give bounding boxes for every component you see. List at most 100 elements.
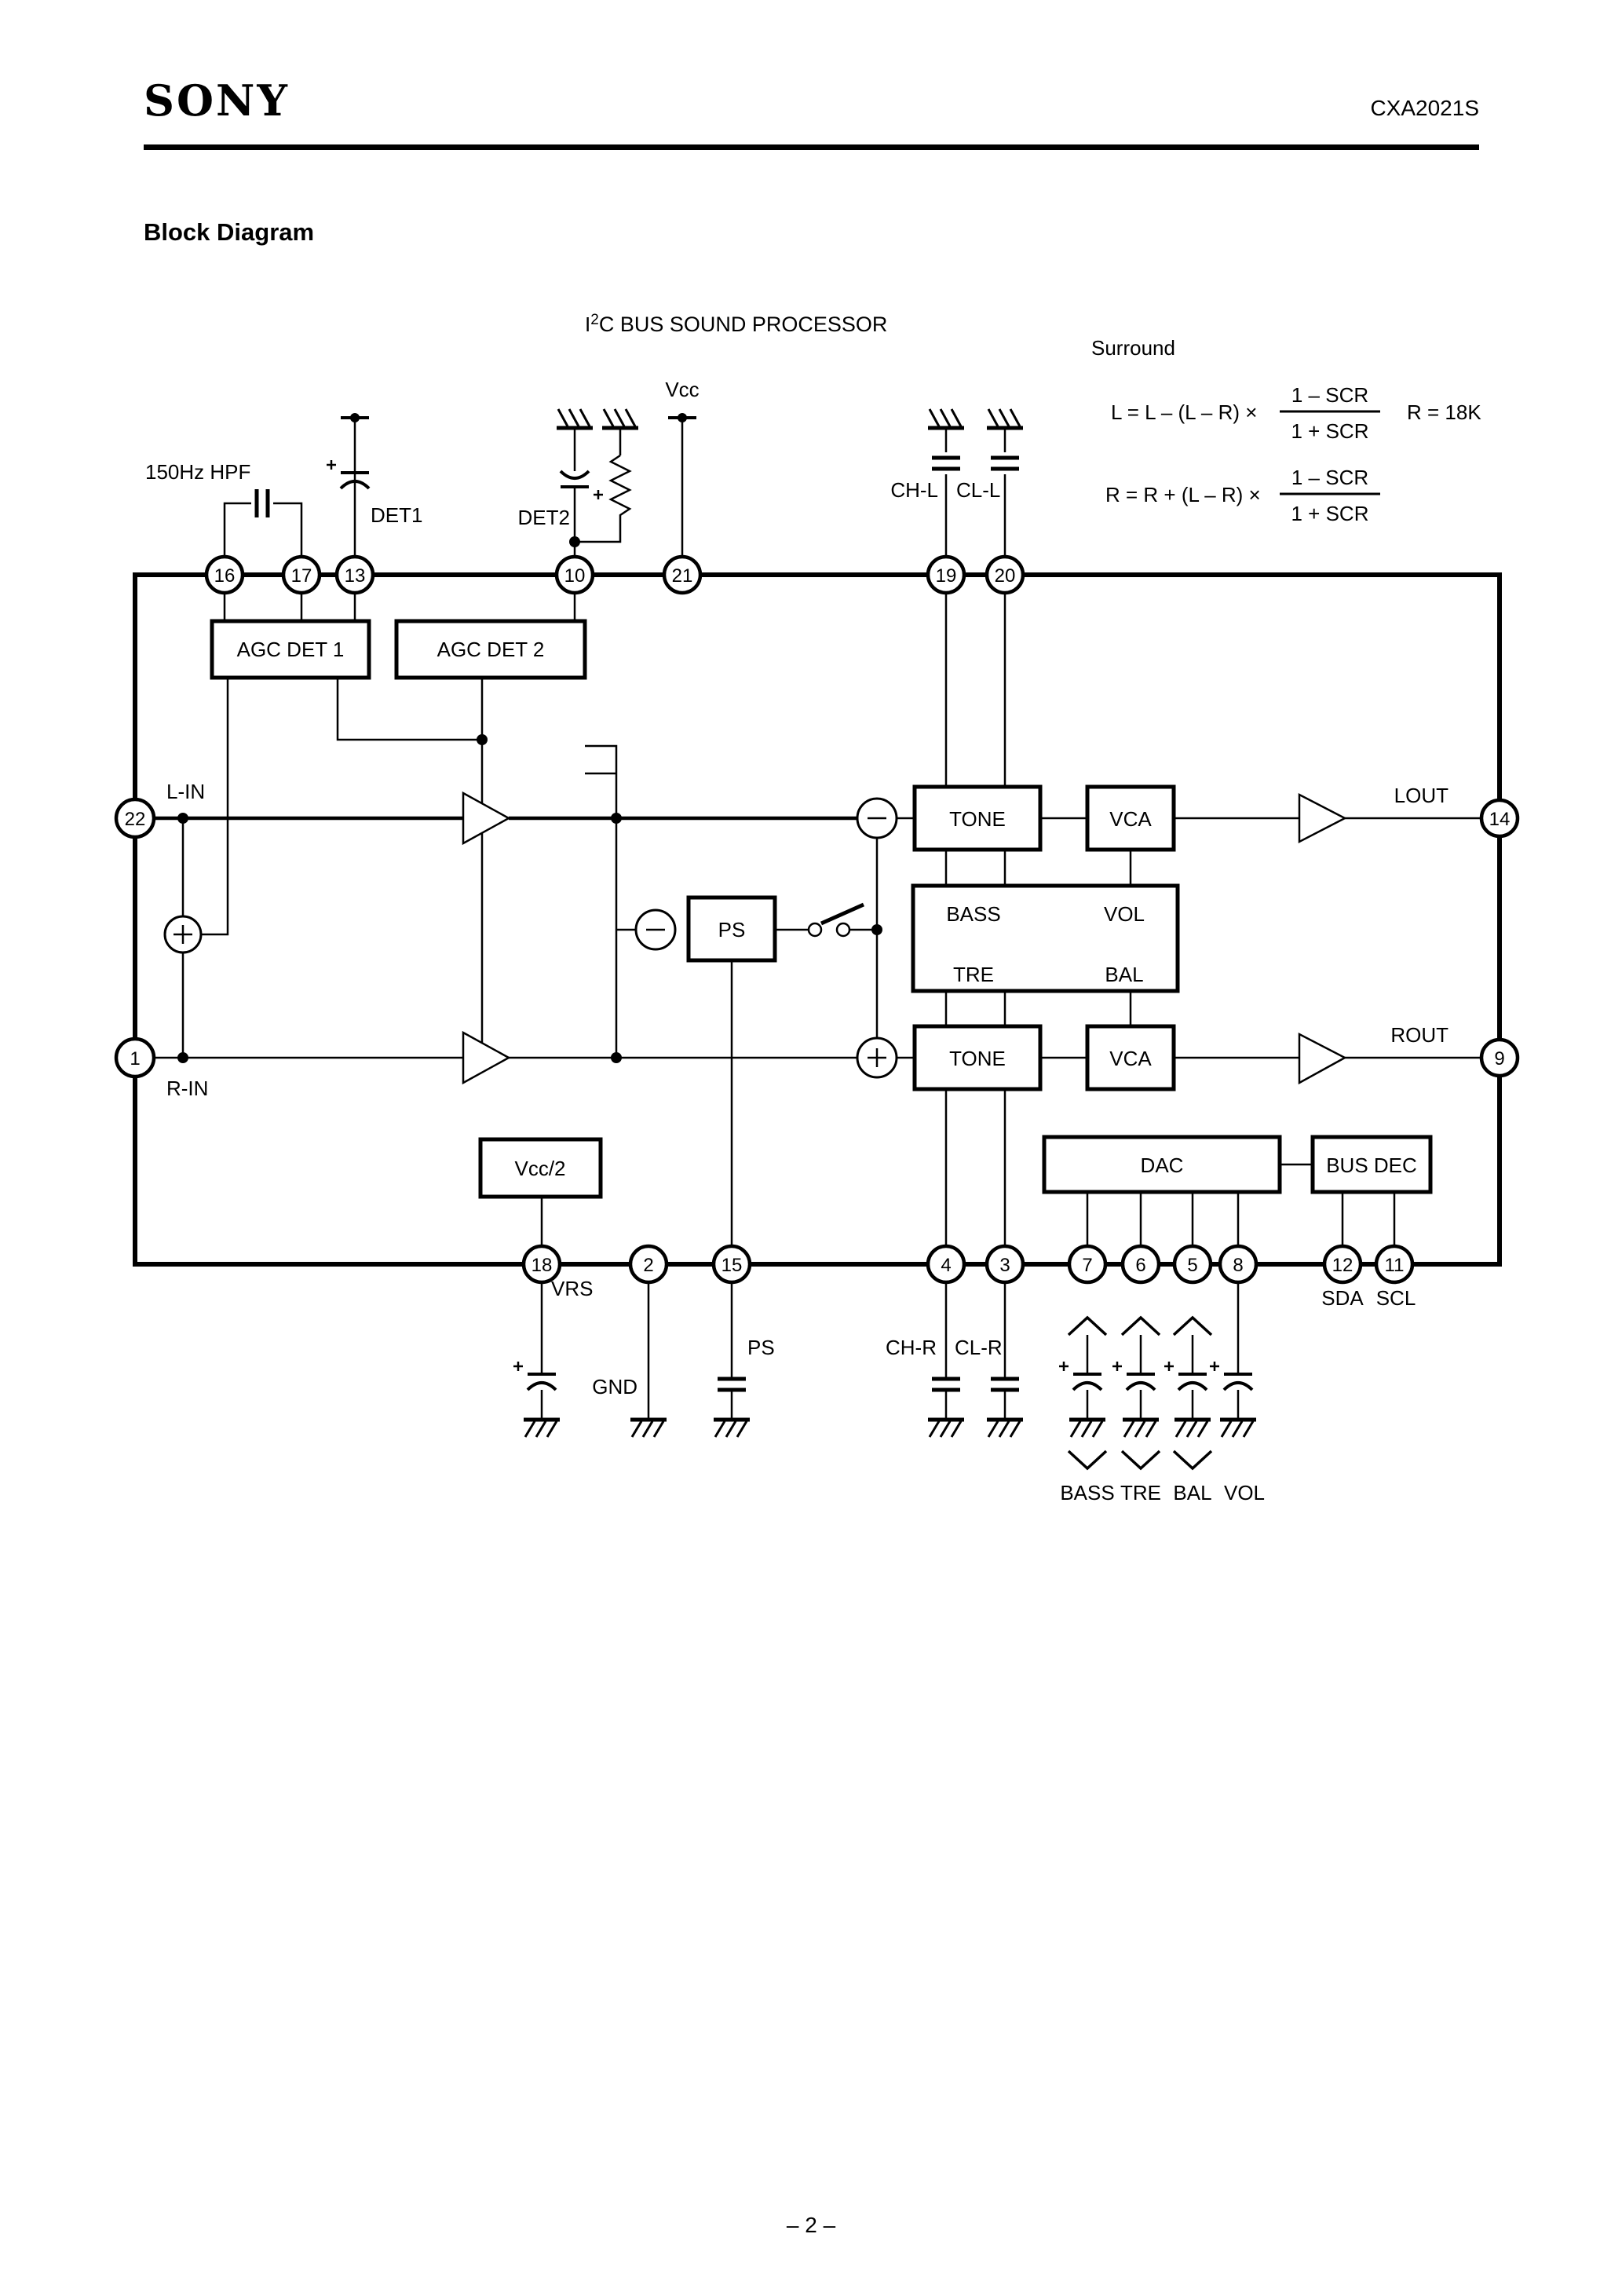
svg-text:15: 15 [721, 1255, 743, 1276]
svg-text:VCA: VCA [1109, 807, 1152, 831]
svg-text:11: 11 [1385, 1255, 1405, 1276]
lout-label: LOUT [1394, 784, 1448, 807]
pin-12: 12 [1322, 1244, 1363, 1285]
ps-pin-label: PS [747, 1336, 775, 1359]
pin-6: 6 [1120, 1244, 1161, 1285]
pin-3: 3 [985, 1244, 1025, 1285]
vcc-label: Vcc [665, 378, 699, 401]
part-number: CXA2021S [1370, 96, 1479, 120]
pin-5: 5 [1172, 1244, 1213, 1285]
ps-path: PS [616, 838, 882, 1264]
svg-text:3: 3 [999, 1255, 1010, 1276]
lr-sum-node [163, 818, 203, 1058]
svg-text:BAL: BAL [1105, 963, 1143, 986]
bal-pin-network: BAL [1163, 1316, 1213, 1504]
pin-7: 7 [1067, 1244, 1108, 1285]
resistor-note: R = 18K [1407, 400, 1481, 424]
switch-contact-b [835, 922, 851, 938]
agc2-right-wire [585, 744, 618, 1058]
svg-text:7: 7 [1082, 1255, 1092, 1276]
r-tone-chain: TONE VCA ROUT [856, 1023, 1481, 1091]
svg-text:BASS: BASS [946, 902, 1000, 926]
bus-dec-block: BUS DEC [1310, 1135, 1433, 1194]
vca-l-block [1085, 784, 1176, 852]
hpf-network: 150Hz HPF [145, 460, 303, 575]
ic-outline [133, 572, 1502, 1267]
surround-formula-right: R = R + (L – R) × 1 – SCR 1 + SCR [1105, 466, 1380, 525]
page-title: Block Diagram [144, 218, 315, 246]
svg-text:8: 8 [1233, 1255, 1243, 1276]
l-amp [462, 791, 511, 846]
tre-pin-network: TRE [1111, 1316, 1161, 1504]
bass-pin-network: BASS [1058, 1316, 1115, 1504]
bal-label: BAL [1173, 1481, 1211, 1504]
sda-label: SDA [1321, 1286, 1364, 1310]
pin-21: 21 [662, 554, 703, 595]
svg-text:TRE: TRE [953, 963, 994, 986]
lout-amp [1298, 792, 1347, 844]
chr-network: CH-R [886, 1264, 964, 1437]
svg-text:17: 17 [291, 565, 312, 587]
vol-pin-network: VOL [1208, 1264, 1265, 1504]
svg-text:18: 18 [532, 1255, 553, 1276]
surround-formula-left: L = L – (L – R) × 1 – SCR 1 + SCR R = 18… [1111, 383, 1481, 443]
svg-text:13: 13 [345, 565, 366, 587]
det1-label: DET1 [371, 503, 422, 527]
pin-1: 1 [114, 1036, 156, 1079]
tone-l-block [912, 784, 1043, 852]
scl-label: SCL [1376, 1286, 1416, 1310]
vcc-network: Vcc [665, 378, 700, 575]
svg-text:5: 5 [1187, 1255, 1197, 1276]
chl-network: CH-L [890, 409, 964, 575]
pin-15: 15 [711, 1244, 752, 1285]
ps-pin-network: PS [714, 1264, 775, 1437]
gnd-label: GND [592, 1375, 637, 1398]
cll-label: CL-L [956, 478, 1000, 502]
svg-text:Vcc/2: Vcc/2 [514, 1157, 565, 1180]
surround-label: Surround [1091, 336, 1175, 360]
svg-text:AGC DET 2: AGC DET 2 [437, 638, 545, 661]
svg-text:20: 20 [995, 565, 1016, 587]
hpf-label: 150Hz HPF [145, 460, 250, 484]
svg-text:PS: PS [718, 918, 746, 941]
clr-network: CL-R [955, 1264, 1023, 1437]
pin-18: 18 [521, 1244, 562, 1285]
clr-label: CL-R [955, 1336, 1003, 1359]
cll-network: CL-L [956, 409, 1023, 575]
svg-text:22: 22 [125, 809, 146, 830]
r-amp [462, 1030, 511, 1085]
svg-text:VCA: VCA [1109, 1047, 1152, 1070]
svg-text:1 – SCR: 1 – SCR [1291, 466, 1368, 489]
svg-text:9: 9 [1494, 1048, 1504, 1069]
vcc2-block: Vcc/2 [478, 1137, 603, 1264]
svg-text:12: 12 [1332, 1255, 1353, 1276]
l-in-label: L-IN [166, 780, 205, 803]
svg-text:16: 16 [214, 565, 236, 587]
agc-det-2-block: AGC DET 2 [394, 619, 587, 680]
svg-text:TONE: TONE [949, 1047, 1006, 1070]
pin-9: 9 [1479, 1037, 1520, 1078]
sony-logo: SONY [144, 75, 290, 126]
agc-det-1-block: AGC DET 1 [210, 619, 371, 680]
svg-text:L = L – (L – R) ×: L = L – (L – R) × [1111, 400, 1257, 424]
chr-label: CH-R [886, 1336, 937, 1359]
chl-label: CH-L [890, 478, 938, 502]
vrs-network: VRS [512, 1264, 593, 1437]
rout-amp [1298, 1032, 1347, 1085]
svg-text:4: 4 [941, 1255, 951, 1276]
vol-label: VOL [1224, 1481, 1265, 1504]
agc1-branch-wire [336, 678, 482, 741]
dac-block: DAC [1042, 1135, 1282, 1194]
pin-8: 8 [1218, 1244, 1259, 1285]
r-in-label: R-IN [166, 1077, 208, 1100]
svg-text:BUS DEC: BUS DEC [1326, 1153, 1417, 1177]
svg-text:2: 2 [643, 1255, 653, 1276]
pin-13: 13 [334, 554, 375, 595]
svg-text:19: 19 [936, 565, 957, 587]
svg-text:1 + SCR: 1 + SCR [1291, 502, 1369, 525]
pin-14: 14 [1479, 798, 1520, 839]
pin-20: 20 [985, 554, 1025, 595]
pin-16: 16 [204, 554, 245, 595]
svg-text:10: 10 [564, 565, 586, 587]
